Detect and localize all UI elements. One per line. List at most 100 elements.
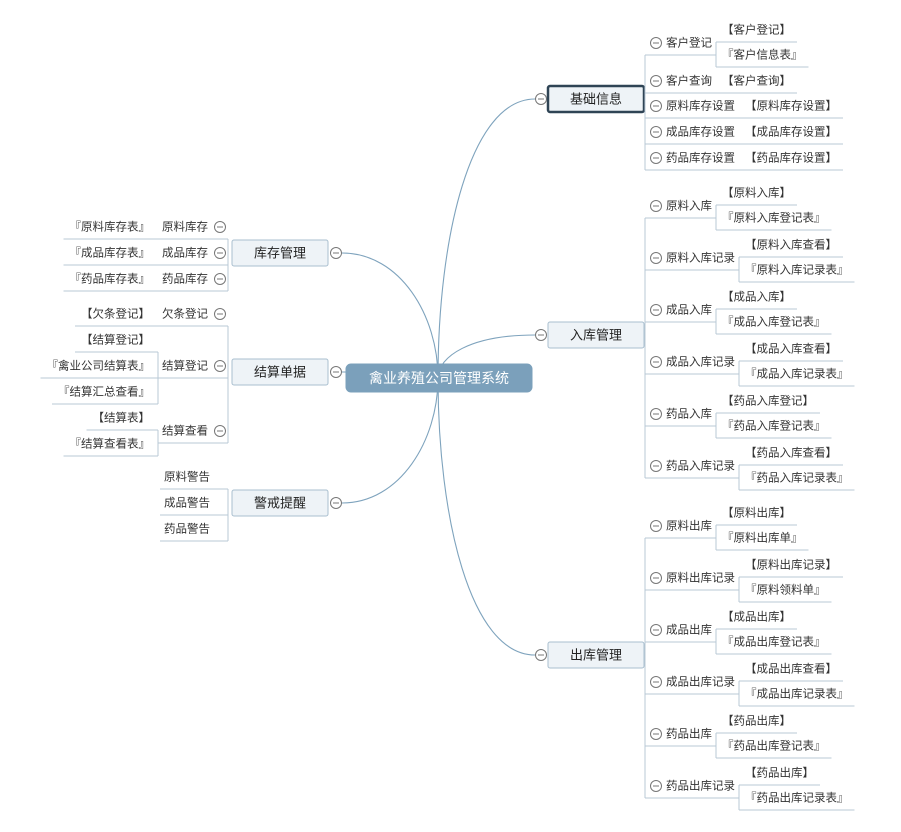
leaf-node-label[interactable]: 『药品出库登记表』 [722, 739, 826, 753]
child-collapse-toggle[interactable] [214, 360, 226, 372]
child-node-label[interactable]: 原料出库记录 [666, 571, 735, 585]
leaf-node-label[interactable]: 【成品库存设置】 [745, 125, 837, 139]
child-collapse-toggle[interactable] [650, 100, 662, 112]
leaf-node-label[interactable]: 『药品出库记录表』 [745, 791, 849, 805]
child-node-label[interactable]: 药品出库记录 [666, 779, 735, 793]
leaf-node-label[interactable]: 『原料出库单』 [722, 531, 803, 545]
child-collapse-toggle[interactable] [650, 460, 662, 472]
child-node-label[interactable]: 原料入库 [666, 199, 712, 213]
child-node-label[interactable]: 药品库存 [162, 272, 208, 286]
leaf-node-label[interactable]: 【药品入库查看】 [745, 446, 837, 460]
child-node-label[interactable]: 药品入库记录 [666, 459, 735, 473]
child-node-label[interactable]: 成品出库 [666, 623, 712, 637]
child-node-label[interactable]: 原料库存 [162, 220, 208, 234]
child-collapse-toggle[interactable] [650, 572, 662, 584]
leaf-node-label[interactable]: 【药品库存设置】 [745, 151, 837, 165]
leaf-node-label[interactable]: 【客户查询】 [722, 74, 791, 88]
child-node-label[interactable]: 药品库存设置 [666, 151, 735, 165]
child-node-label[interactable]: 结算登记 [162, 359, 208, 373]
child-node-label[interactable]: 欠条登记 [162, 307, 208, 321]
child-collapse-toggle[interactable] [650, 37, 662, 49]
main-node-1[interactable]: 入库管理 [547, 321, 645, 349]
child-collapse-toggle[interactable] [650, 676, 662, 688]
leaf-node-label[interactable]: 【药品出库】 [745, 766, 814, 780]
leaf-node-label[interactable]: 『客户信息表』 [722, 48, 803, 62]
leaf-node-label[interactable]: 【原料入库】 [722, 186, 791, 200]
leaf-node-label[interactable]: 【药品入库登记】 [722, 394, 814, 408]
leaf-node-label[interactable]: 【成品入库查看】 [745, 342, 837, 356]
collapse-toggle[interactable] [535, 649, 547, 661]
child-collapse-toggle[interactable] [214, 425, 226, 437]
child-collapse-toggle[interactable] [650, 356, 662, 368]
leaf-node-label[interactable]: 『药品入库登记表』 [722, 419, 826, 433]
child-node-label[interactable]: 原料入库记录 [666, 251, 735, 265]
main-node-left-1[interactable]: 结算单据 [231, 358, 329, 386]
leaf-node-label[interactable]: 【原料库存设置】 [745, 99, 837, 113]
child-node-label[interactable]: 药品入库 [666, 407, 712, 421]
main-node-0[interactable]: 基础信息 [546, 84, 646, 114]
leaf-node-label[interactable]: 『成品入库记录表』 [745, 367, 849, 381]
leaf-node-label[interactable]: 【原料出库记录】 [745, 558, 837, 572]
child-collapse-toggle[interactable] [214, 221, 226, 233]
child-node-label[interactable]: 成品库存 [162, 246, 208, 260]
child-collapse-toggle[interactable] [650, 252, 662, 264]
child-node-label[interactable]: 客户查询 [666, 74, 712, 88]
leaf-node-label[interactable]: 『成品库存表』 [70, 246, 151, 260]
child-collapse-toggle[interactable] [650, 304, 662, 316]
child-node-label[interactable]: 成品库存设置 [666, 125, 735, 139]
leaf-node-label[interactable]: 【药品出库】 [722, 714, 791, 728]
leaf-node-label[interactable]: 『结算查看表』 [70, 437, 151, 451]
child-node-label[interactable]: 原料出库 [666, 519, 712, 533]
leaf-node-label[interactable]: 【结算表】 [93, 411, 151, 425]
leaf-node-label[interactable]: 『成品出库记录表』 [745, 687, 849, 701]
child-collapse-toggle[interactable] [214, 273, 226, 285]
leaf-node-label[interactable]: 『原料领料单』 [745, 583, 826, 597]
child-collapse-toggle[interactable] [650, 126, 662, 138]
leaf-node-label[interactable]: 【客户登记】 [722, 23, 791, 37]
leaf-node-label[interactable]: 【成品出库查看】 [745, 662, 837, 676]
child-collapse-toggle[interactable] [650, 728, 662, 740]
leaf-node-label[interactable]: 『结算汇总查看』 [58, 385, 150, 399]
child-collapse-toggle[interactable] [650, 520, 662, 532]
child-node-label[interactable]: 成品警告 [164, 496, 210, 510]
child-collapse-toggle[interactable] [650, 200, 662, 212]
child-collapse-toggle[interactable] [650, 75, 662, 87]
leaf-node-label[interactable]: 『原料入库登记表』 [722, 211, 826, 225]
child-collapse-toggle[interactable] [650, 780, 662, 792]
main-node-left-2[interactable]: 警戒提醒 [231, 489, 329, 517]
main-node-2[interactable]: 出库管理 [547, 641, 645, 669]
collapse-toggle[interactable] [330, 497, 342, 509]
child-node-label[interactable]: 原料警告 [164, 470, 210, 484]
child-node-label[interactable]: 药品警告 [164, 522, 210, 536]
collapse-toggle[interactable] [330, 247, 342, 259]
child-node-label[interactable]: 药品出库 [666, 727, 712, 741]
child-node-label[interactable]: 成品入库 [666, 303, 712, 317]
leaf-node-label[interactable]: 【结算登记】 [81, 333, 150, 347]
leaf-node-label[interactable]: 『药品库存表』 [70, 272, 151, 286]
leaf-node-label[interactable]: 『药品入库记录表』 [745, 471, 849, 485]
leaf-node-label[interactable]: 【成品入库】 [722, 290, 791, 304]
child-collapse-toggle[interactable] [214, 247, 226, 259]
child-node-label[interactable]: 成品出库记录 [666, 675, 735, 689]
leaf-node-label[interactable]: 【成品出库】 [722, 610, 791, 624]
leaf-node-label[interactable]: 【原料出库】 [722, 506, 791, 520]
leaf-node-label[interactable]: 『成品出库登记表』 [722, 635, 826, 649]
leaf-node-label[interactable]: 【欠条登记】 [81, 307, 150, 321]
child-collapse-toggle[interactable] [650, 152, 662, 164]
child-collapse-toggle[interactable] [650, 624, 662, 636]
leaf-node-label[interactable]: 『成品入库登记表』 [722, 315, 826, 329]
child-node-label[interactable]: 客户登记 [666, 36, 712, 50]
root-node[interactable]: 禽业养殖公司管理系统 [345, 363, 533, 393]
leaf-node-label[interactable]: 【原料入库查看】 [745, 238, 837, 252]
collapse-toggle[interactable] [330, 366, 342, 378]
leaf-node-label[interactable]: 『禽业公司结算表』 [47, 359, 151, 373]
leaf-node-label[interactable]: 『原料入库记录表』 [745, 263, 849, 277]
collapse-toggle[interactable] [535, 93, 547, 105]
child-node-label[interactable]: 原料库存设置 [666, 99, 735, 113]
main-node-left-0[interactable]: 库存管理 [231, 239, 329, 267]
child-collapse-toggle[interactable] [214, 308, 226, 320]
child-node-label[interactable]: 结算查看 [162, 424, 208, 438]
child-node-label[interactable]: 成品入库记录 [666, 355, 735, 369]
collapse-toggle[interactable] [535, 329, 547, 341]
leaf-node-label[interactable]: 『原料库存表』 [70, 220, 151, 234]
